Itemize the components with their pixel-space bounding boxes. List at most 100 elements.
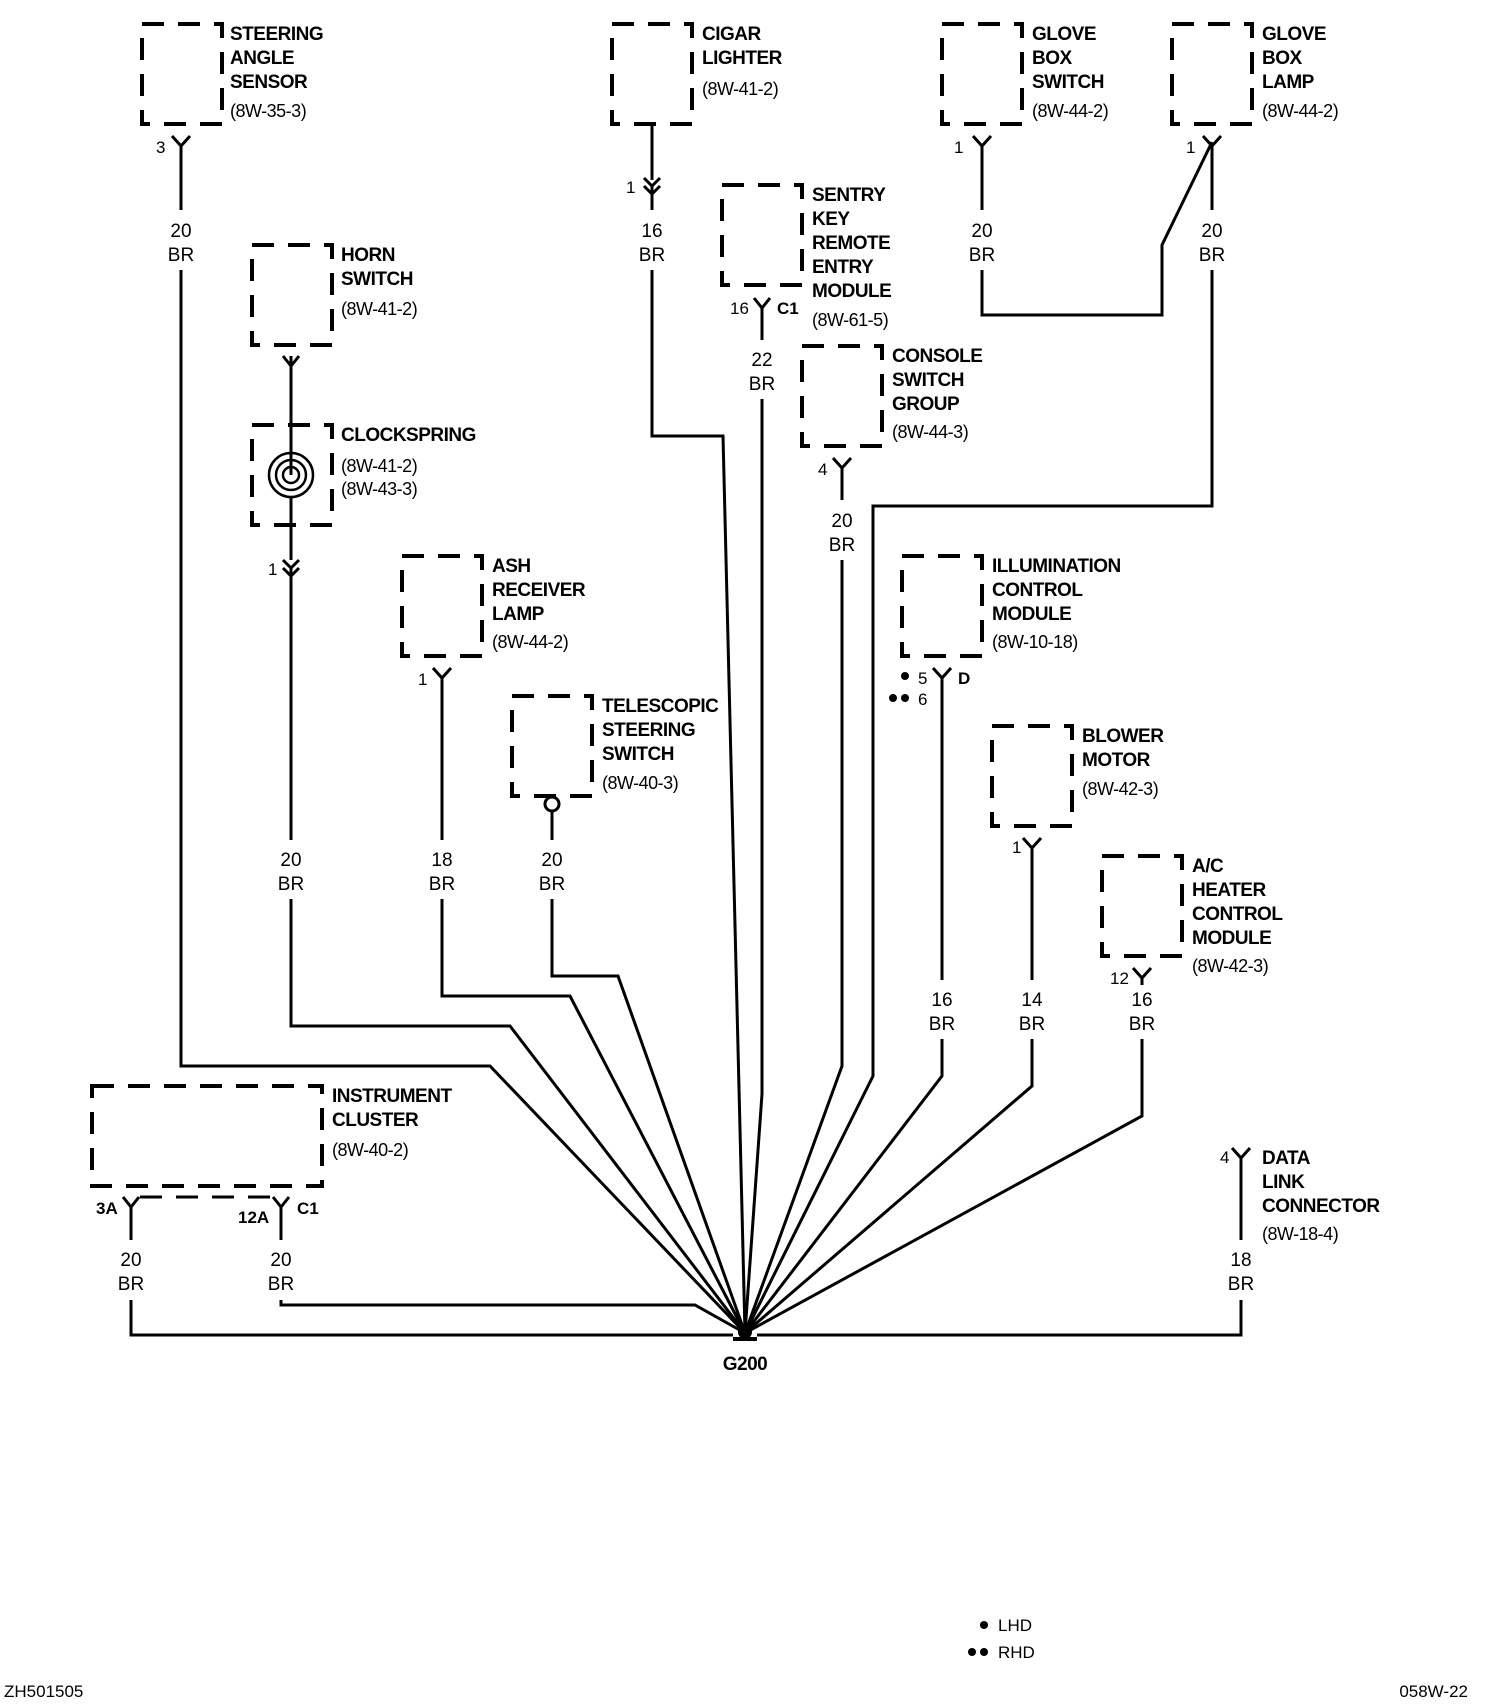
- wire-path: [440, 899, 747, 1334]
- lhd-dot-icon: [980, 1621, 988, 1629]
- component-label: LAMP: [492, 604, 545, 625]
- component-console-switch-group: CONSOLE SWITCH GROUP (8W-44-3) 4 20 BR: [743, 344, 983, 1334]
- component-label: HORN: [341, 245, 395, 266]
- wire-path: [744, 1039, 1034, 1335]
- pin-number: 4: [818, 460, 827, 479]
- wire-path: [179, 270, 747, 1335]
- component-label: GROUP: [892, 394, 960, 415]
- connector-female-icon: [931, 666, 953, 681]
- component-box: [610, 22, 694, 126]
- component-box: [140, 22, 224, 126]
- wire-gauge: 20: [971, 221, 992, 242]
- ground-g200: G200: [723, 1325, 768, 1375]
- component-ref: (8W-42-3): [1082, 779, 1158, 799]
- pin-number: 1: [418, 670, 427, 689]
- component-label: CONSOLE: [892, 346, 982, 367]
- wire-color: BR: [1129, 1014, 1155, 1035]
- component-label: HEATER: [1192, 880, 1266, 901]
- wire-path: [743, 270, 1214, 1334]
- pin-number: 12: [1110, 969, 1129, 988]
- pin-number: 6: [918, 690, 927, 709]
- component-label: SENTRY: [812, 185, 886, 206]
- component-label: GLOVE: [1262, 24, 1326, 45]
- wire-color: BR: [118, 1274, 144, 1295]
- component-illumination-control-module: ILLUMINATION CONTROL MODULE (8W-10-18) 5…: [743, 554, 1121, 1334]
- connector-female-icon: [1021, 836, 1043, 851]
- pin-number: 3: [156, 138, 165, 157]
- component-label: SENSOR: [230, 72, 308, 93]
- component-label: BOX: [1262, 48, 1303, 69]
- component-ac-heater-control-module: A/C HEATER CONTROL MODULE (8W-42-3) 12 1…: [744, 854, 1284, 1335]
- component-label: MODULE: [992, 604, 1071, 625]
- wire-gauge: 20: [831, 511, 852, 532]
- rhd-dot-icon: [901, 694, 909, 702]
- component-label: ENTRY: [812, 257, 874, 278]
- component-instrument-cluster: INSTRUMENT CLUSTER (8W-40-2) 3A 12A C1 2…: [90, 1084, 746, 1337]
- component-label: RECEIVER: [492, 580, 586, 601]
- component-label: SWITCH: [892, 370, 964, 391]
- figure-id: ZH501505: [4, 1682, 83, 1701]
- ground-point-icon: [738, 1325, 752, 1339]
- connector-female-icon: [1131, 966, 1153, 981]
- wire-color: BR: [1228, 1274, 1254, 1295]
- pin-number: 1: [268, 560, 277, 579]
- wire-path: [289, 899, 747, 1334]
- component-label: BLOWER: [1082, 726, 1164, 747]
- wire-gauge: 22: [751, 350, 772, 371]
- pin-number: 1: [954, 138, 963, 157]
- wire-color: BR: [1199, 245, 1225, 266]
- connector-female-icon: [170, 134, 192, 149]
- wire-path: [743, 560, 844, 1334]
- component-label: A/C: [1192, 856, 1224, 877]
- connector-female-icon: [431, 666, 453, 681]
- lhd-dot-icon: [901, 672, 909, 680]
- component-blower-motor: BLOWER MOTOR (8W-42-3) 1 14 BR: [744, 724, 1165, 1335]
- pin-number: 4: [1220, 1148, 1229, 1167]
- component-label: KEY: [812, 209, 850, 230]
- wire-color: BR: [268, 1274, 294, 1295]
- component-box: [250, 243, 334, 347]
- component-box: [900, 554, 984, 658]
- component-label: STEERING: [602, 720, 695, 741]
- component-label: CLOCKSPRING: [341, 425, 476, 446]
- component-ref: (8W-41-2): [341, 456, 417, 476]
- wire-color: BR: [168, 245, 194, 266]
- pin-number: 5: [918, 669, 927, 688]
- wire-gauge: 16: [1131, 990, 1152, 1011]
- component-label: LINK: [1262, 1172, 1305, 1193]
- wire-path: [650, 270, 747, 1334]
- component-ash-receiver-lamp: ASH RECEIVER LAMP (8W-44-2) 1 18 BR: [400, 554, 747, 1334]
- connector-id: C1: [297, 1199, 319, 1218]
- component-horn-switch: HORN SWITCH (8W-41-2): [250, 243, 418, 425]
- wire-gauge: 14: [1021, 990, 1043, 1011]
- wire-color: BR: [829, 535, 855, 556]
- component-label: ANGLE: [230, 48, 294, 69]
- component-label: MOTOR: [1082, 750, 1151, 771]
- component-ref: (8W-41-2): [341, 299, 417, 319]
- component-ref: (8W-44-2): [1032, 101, 1108, 121]
- component-box: [800, 344, 884, 448]
- page-id: 058W-22: [1399, 1682, 1468, 1701]
- wire-gauge: 20: [170, 221, 191, 242]
- legend-label: RHD: [998, 1643, 1035, 1662]
- component-label: CIGAR: [702, 24, 762, 45]
- wire-color: BR: [639, 245, 665, 266]
- legend-label: LHD: [998, 1616, 1032, 1635]
- component-ref: (8W-44-2): [1262, 101, 1338, 121]
- component-box: [510, 694, 594, 798]
- connector-female-icon: [271, 1196, 291, 1210]
- connector-female-icon: [831, 456, 853, 471]
- component-label: ILLUMINATION: [992, 556, 1121, 577]
- pin-number: 1: [626, 178, 635, 197]
- component-label: ASH: [492, 556, 531, 577]
- component-data-link-connector: 4 DATA LINK CONNECTOR (8W-18-4) 18 BR: [757, 1146, 1381, 1337]
- component-ref: (8W-44-2): [492, 632, 568, 652]
- connector-female-icon: [121, 1196, 141, 1210]
- component-steering-angle-sensor: STEERING ANGLE SENSOR (8W-35-3) 3 20 BR: [140, 22, 747, 1335]
- component-sentry-key-remote-entry-module: SENTRY KEY REMOTE ENTRY MODULE (8W-61-5)…: [720, 183, 892, 1334]
- wire-path: [757, 1300, 1243, 1337]
- component-label: MODULE: [1192, 928, 1271, 949]
- pin-number: 12A: [238, 1208, 269, 1227]
- wire-path: [743, 1039, 944, 1334]
- component-box: [1170, 22, 1254, 126]
